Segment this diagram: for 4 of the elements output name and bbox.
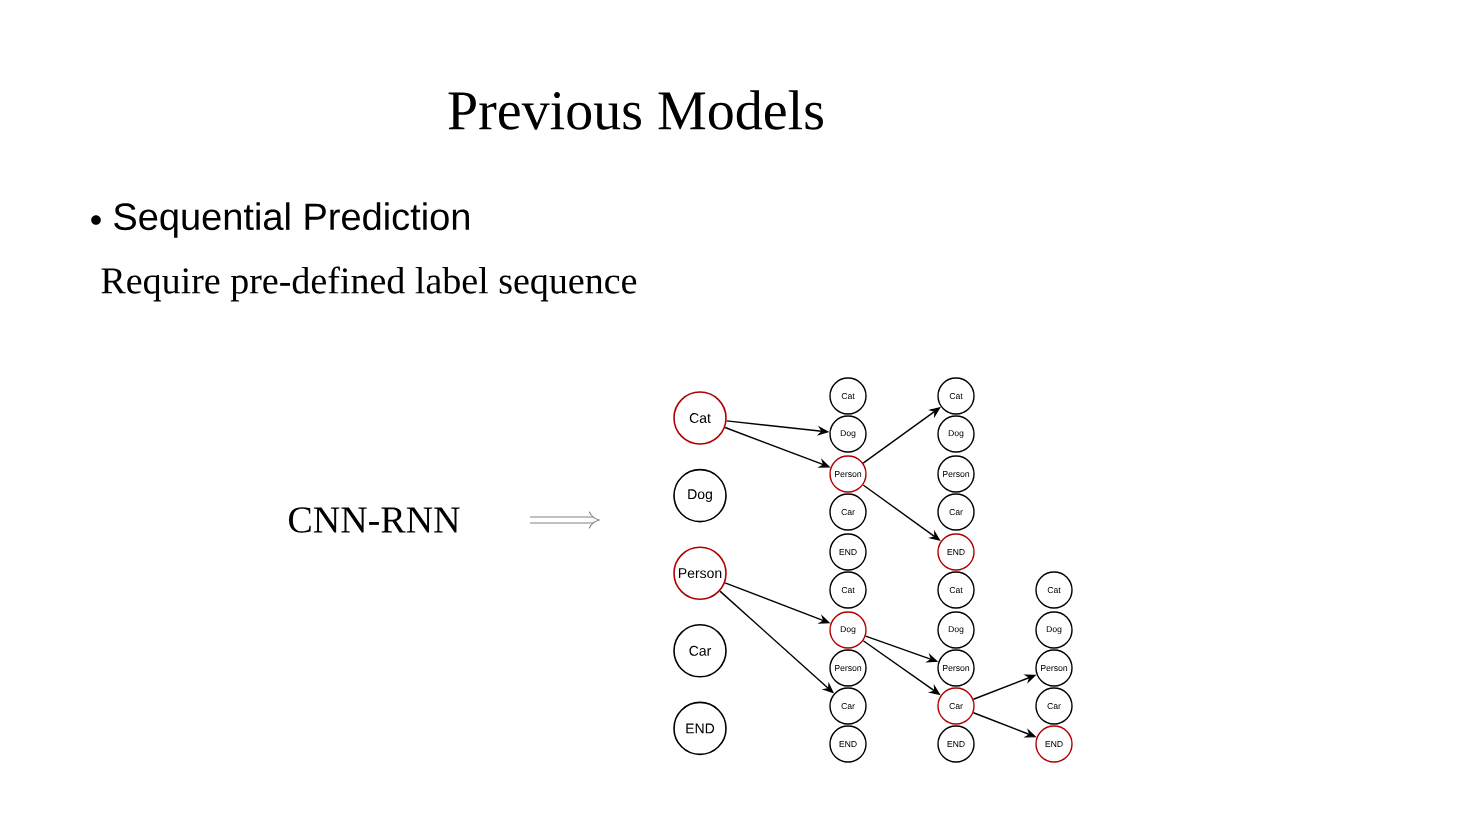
bullet-point: Sequential Prediction: [114, 202, 469, 238]
subtitle-text: Require pre-defined label sequence: [101, 266, 637, 302]
slide-title: Previous Models: [448, 90, 823, 130]
model-label: CNN-RNN: [289, 507, 460, 533]
